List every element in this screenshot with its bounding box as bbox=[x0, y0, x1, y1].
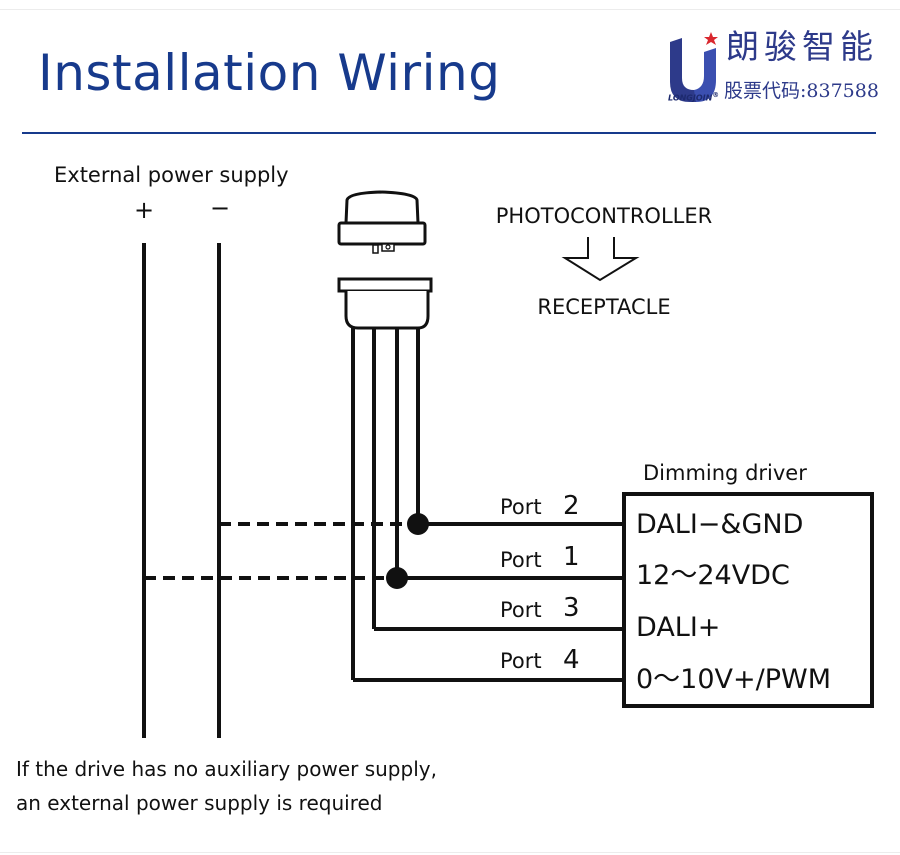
logo-u-right bbox=[694, 48, 716, 102]
registered-mark: ® bbox=[712, 91, 719, 99]
photocontroller-prong-3 bbox=[385, 244, 391, 250]
photocontroller-base bbox=[337, 221, 427, 246]
stock-code: 股票代码:837588 bbox=[724, 80, 879, 102]
brand-name-cn: 朗骏智能 bbox=[726, 27, 878, 66]
receptacle-body bbox=[344, 291, 430, 330]
photocontroller-prong-1 bbox=[372, 244, 379, 254]
port-number: 3 bbox=[563, 593, 580, 623]
plus-symbol: + bbox=[134, 196, 154, 224]
terminal-0-10v-pwm: 0～10V+/PWM bbox=[636, 664, 831, 695]
logo-star bbox=[704, 32, 718, 45]
receptacle-rim bbox=[337, 277, 433, 293]
port-word: Port bbox=[500, 548, 542, 572]
photocontroller-dome bbox=[344, 190, 420, 225]
minus-symbol: − bbox=[210, 194, 230, 222]
port-word: Port bbox=[500, 495, 542, 519]
terminal-12-24vdc: 12～24VDC bbox=[636, 560, 790, 591]
bottom-divider bbox=[0, 852, 900, 853]
photocontroller-icon bbox=[337, 190, 427, 254]
dimming-driver-box bbox=[622, 492, 874, 708]
port-number: 1 bbox=[563, 542, 580, 572]
port-number: 2 bbox=[563, 491, 580, 521]
note-line-1: If the drive has no auxiliary power supp… bbox=[16, 757, 437, 781]
down-arrow-icon bbox=[561, 237, 640, 282]
external-supply-label: External power supply bbox=[54, 163, 289, 187]
port-label-3: Port 3 bbox=[500, 593, 580, 623]
top-divider bbox=[0, 9, 900, 10]
port-label-2: Port 2 bbox=[500, 491, 580, 521]
title-underline bbox=[22, 132, 876, 134]
note-line-2: an external power supply is required bbox=[16, 791, 383, 815]
photocontroller-label: PHOTOCONTROLLER bbox=[496, 204, 712, 228]
brand-name-en: LONGJOIN® bbox=[668, 92, 719, 103]
terminal-dali-minus-gnd: DALI−&GND bbox=[636, 509, 803, 540]
terminal-dali-plus: DALI+ bbox=[636, 612, 720, 643]
port-word: Port bbox=[500, 598, 542, 622]
u-letter-star-logo-icon bbox=[670, 32, 718, 102]
port-label-4: Port 4 bbox=[500, 645, 580, 675]
receptacle-icon bbox=[337, 277, 433, 330]
brand-name-en-text: LONGJOIN bbox=[668, 93, 713, 103]
port-number: 4 bbox=[563, 645, 580, 675]
port-word: Port bbox=[500, 649, 542, 673]
logo-u-left bbox=[670, 38, 696, 102]
junction-dot-port-1 bbox=[386, 567, 408, 589]
page-title: Installation Wiring bbox=[38, 44, 501, 102]
port-label-1: Port 1 bbox=[500, 542, 580, 572]
junction-dot-port-2 bbox=[407, 513, 429, 535]
dimming-driver-label: Dimming driver bbox=[643, 461, 807, 485]
receptacle-label: RECEPTACLE bbox=[537, 295, 670, 319]
